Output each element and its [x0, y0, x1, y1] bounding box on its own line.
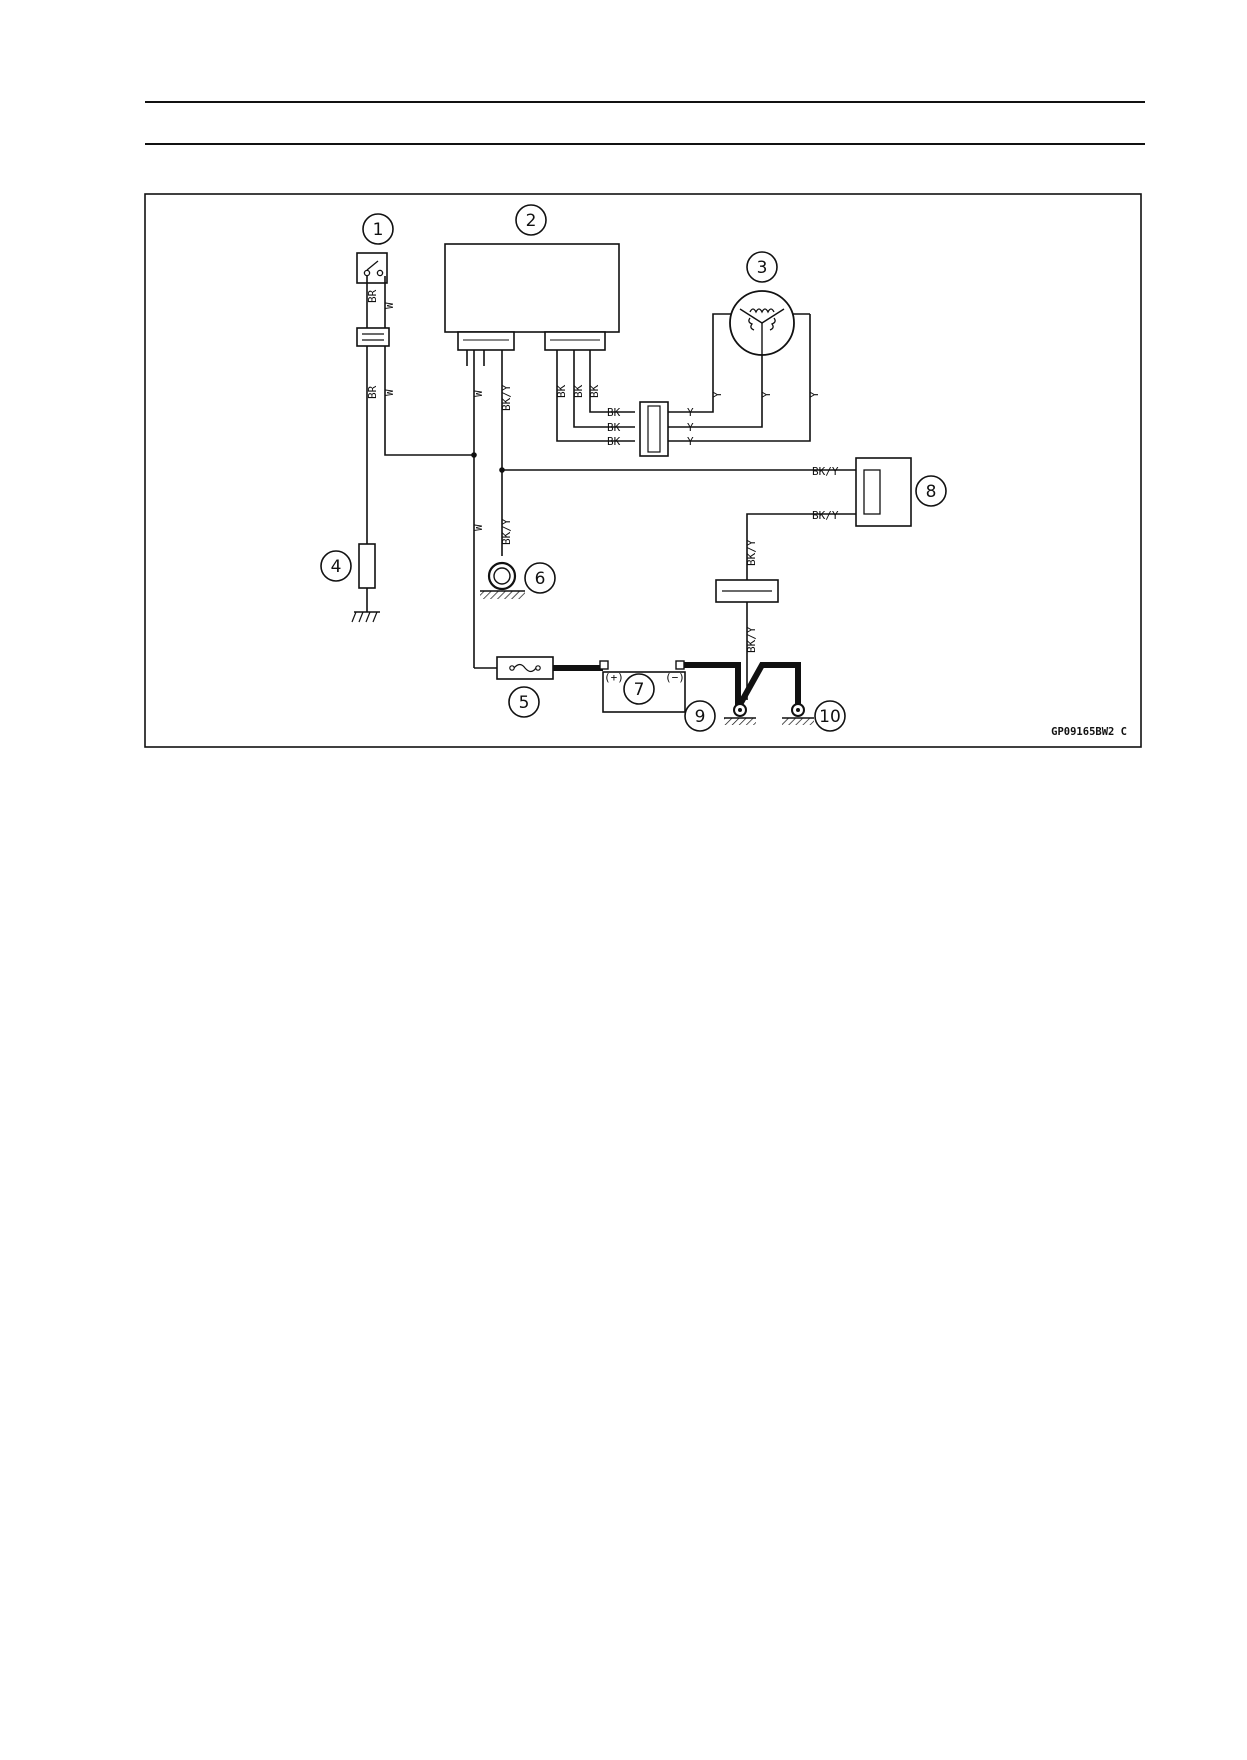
wire-label-w: W	[472, 390, 485, 397]
wire-label-bky: BK/Y	[500, 384, 513, 411]
wire-label-bk: BK	[555, 384, 568, 398]
regulator-component	[855, 457, 912, 527]
wire-label-bky: BK/Y	[500, 518, 513, 545]
svg-text:4: 4	[331, 557, 342, 577]
ground-connector	[715, 579, 779, 603]
ground-terminal-6	[480, 561, 525, 599]
svg-text:7: 7	[634, 680, 645, 700]
callout-2: 2	[515, 204, 547, 236]
figure-code: GP09165BW2 C	[1051, 726, 1127, 738]
callout-1: 1	[362, 213, 394, 245]
wire-label-y: Y	[760, 391, 773, 398]
svg-text:9: 9	[695, 707, 706, 727]
wire-label-bky: BK/Y	[812, 509, 839, 522]
top-rule	[145, 101, 1145, 103]
callout-10: 10	[814, 700, 846, 732]
wire-label-w: W	[472, 524, 485, 531]
diagram-frame	[144, 193, 1142, 748]
callout-7: 7	[623, 673, 655, 705]
callout-5: 5	[508, 686, 540, 718]
wire-label-br: BR	[366, 385, 379, 399]
resistor-component	[351, 543, 380, 623]
wire-label-br: BR	[366, 289, 379, 303]
fuse-component	[496, 656, 554, 680]
wire-label-y: Y	[687, 406, 694, 419]
switch-connector	[356, 327, 390, 347]
ground-terminal-9	[724, 703, 756, 725]
wire-label-y: Y	[687, 421, 694, 434]
switch-component	[356, 252, 388, 284]
wire-label-w: W	[383, 302, 396, 309]
callout-4: 4	[320, 550, 352, 582]
stator-component	[712, 290, 810, 356]
wire-label-y: Y	[711, 391, 724, 398]
svg-text:5: 5	[519, 693, 530, 713]
wire-label-y: Y	[687, 435, 694, 448]
wire-label-bky: BK/Y	[745, 626, 758, 653]
wire-label-bky: BK/Y	[812, 465, 839, 478]
svg-text:6: 6	[535, 569, 546, 589]
callout-3: 3	[746, 251, 778, 283]
wire-label-bk: BK	[572, 384, 585, 398]
wire-label-bky: BK/Y	[745, 539, 758, 566]
ground-terminal-10	[782, 703, 814, 725]
wiring-diagram: BR W BR W W W BK/Y BK/Y	[144, 193, 1142, 748]
wire-label-bk: BK	[607, 406, 621, 419]
wire-label-bk: BK	[607, 421, 621, 434]
callout-8: 8	[915, 475, 947, 507]
wire-label-y: Y	[808, 391, 821, 398]
wire-label-bk: BK	[588, 384, 601, 398]
bottom-rule	[145, 143, 1145, 145]
svg-text:1: 1	[373, 220, 384, 240]
stator-connector	[639, 401, 669, 457]
wire-label-w: W	[383, 389, 396, 396]
callout-9: 9	[684, 700, 716, 732]
battery-positive-label: (+)	[604, 671, 624, 684]
svg-text:3: 3	[757, 258, 768, 278]
ecu-component	[444, 243, 620, 351]
svg-text:10: 10	[819, 707, 841, 727]
svg-text:8: 8	[926, 482, 937, 502]
battery-negative-label: (−)	[665, 671, 685, 684]
wire-label-bk: BK	[607, 435, 621, 448]
svg-text:2: 2	[526, 211, 537, 231]
callout-6: 6	[524, 562, 556, 594]
